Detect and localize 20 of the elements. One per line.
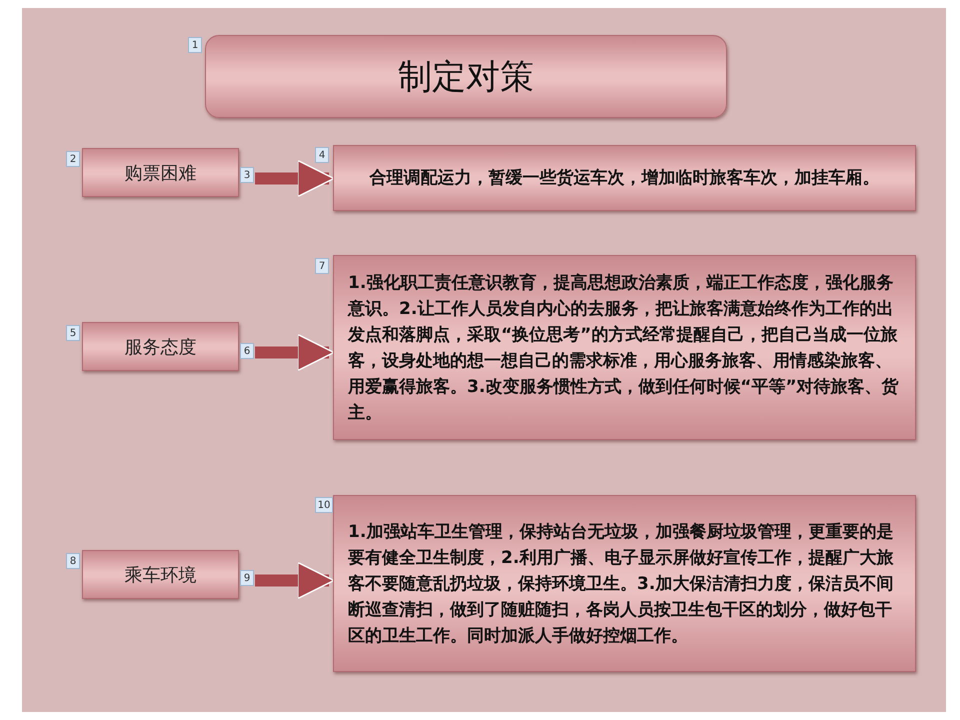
callout-number: 6 [240, 343, 254, 359]
callout-number: 10 [315, 497, 333, 513]
category-box: 乘车环境 [82, 550, 239, 599]
measure-box: 1.强化职工责任意识教育，提高思想政治素质，端正工作态度，强化服务意识。2.让工作人员发自内心的去服务，把让旅客满意始终作为工作的出发点和落脚点，采取“换位思考”的方式经常提醒自己，把自己当成一位旅客，设身处地的想一想自己的需求标准，用心服务旅客、用情感染旅客、用爱赢得旅客。3.改变服务惯性方式，做到任何时候“平等”对待旅客、货主。 [333, 255, 916, 440]
title-box: 制定对策 [205, 35, 727, 118]
callout-number: 1 [188, 37, 202, 53]
category-box: 购票困难 [82, 148, 239, 197]
block-arrow [255, 562, 335, 600]
block-arrow [255, 160, 335, 198]
measure-box: 1.加强站车卫生管理，保持站台无垃圾，加强餐厨垃圾管理，更重要的是要有健全卫生制度，2.利用广播、电子显示屏做好宣传工作，提醒广大旅客不要随意乱扔垃圾，保持环境卫生。3.加大保洁清扫力度，保洁员不间断巡查清扫，做到了随赃随扫，各岗人员按卫生包干区的划分，做好包干区的卫生工作。同时加派人手做好控烟工作。 [333, 495, 916, 672]
callout-number: 3 [240, 167, 254, 183]
block-arrow [255, 334, 335, 372]
callout-number: 7 [315, 258, 329, 274]
callout-number: 2 [66, 151, 80, 167]
measure-box: 合理调配运力，暂缓一些货运车次，增加临时旅客车次，加挂车厢。 [333, 145, 916, 211]
category-box: 服务态度 [82, 322, 239, 371]
callout-number: 9 [240, 570, 254, 586]
callout-number: 4 [315, 147, 329, 163]
callout-number: 5 [66, 325, 80, 341]
callout-number: 8 [66, 553, 80, 569]
